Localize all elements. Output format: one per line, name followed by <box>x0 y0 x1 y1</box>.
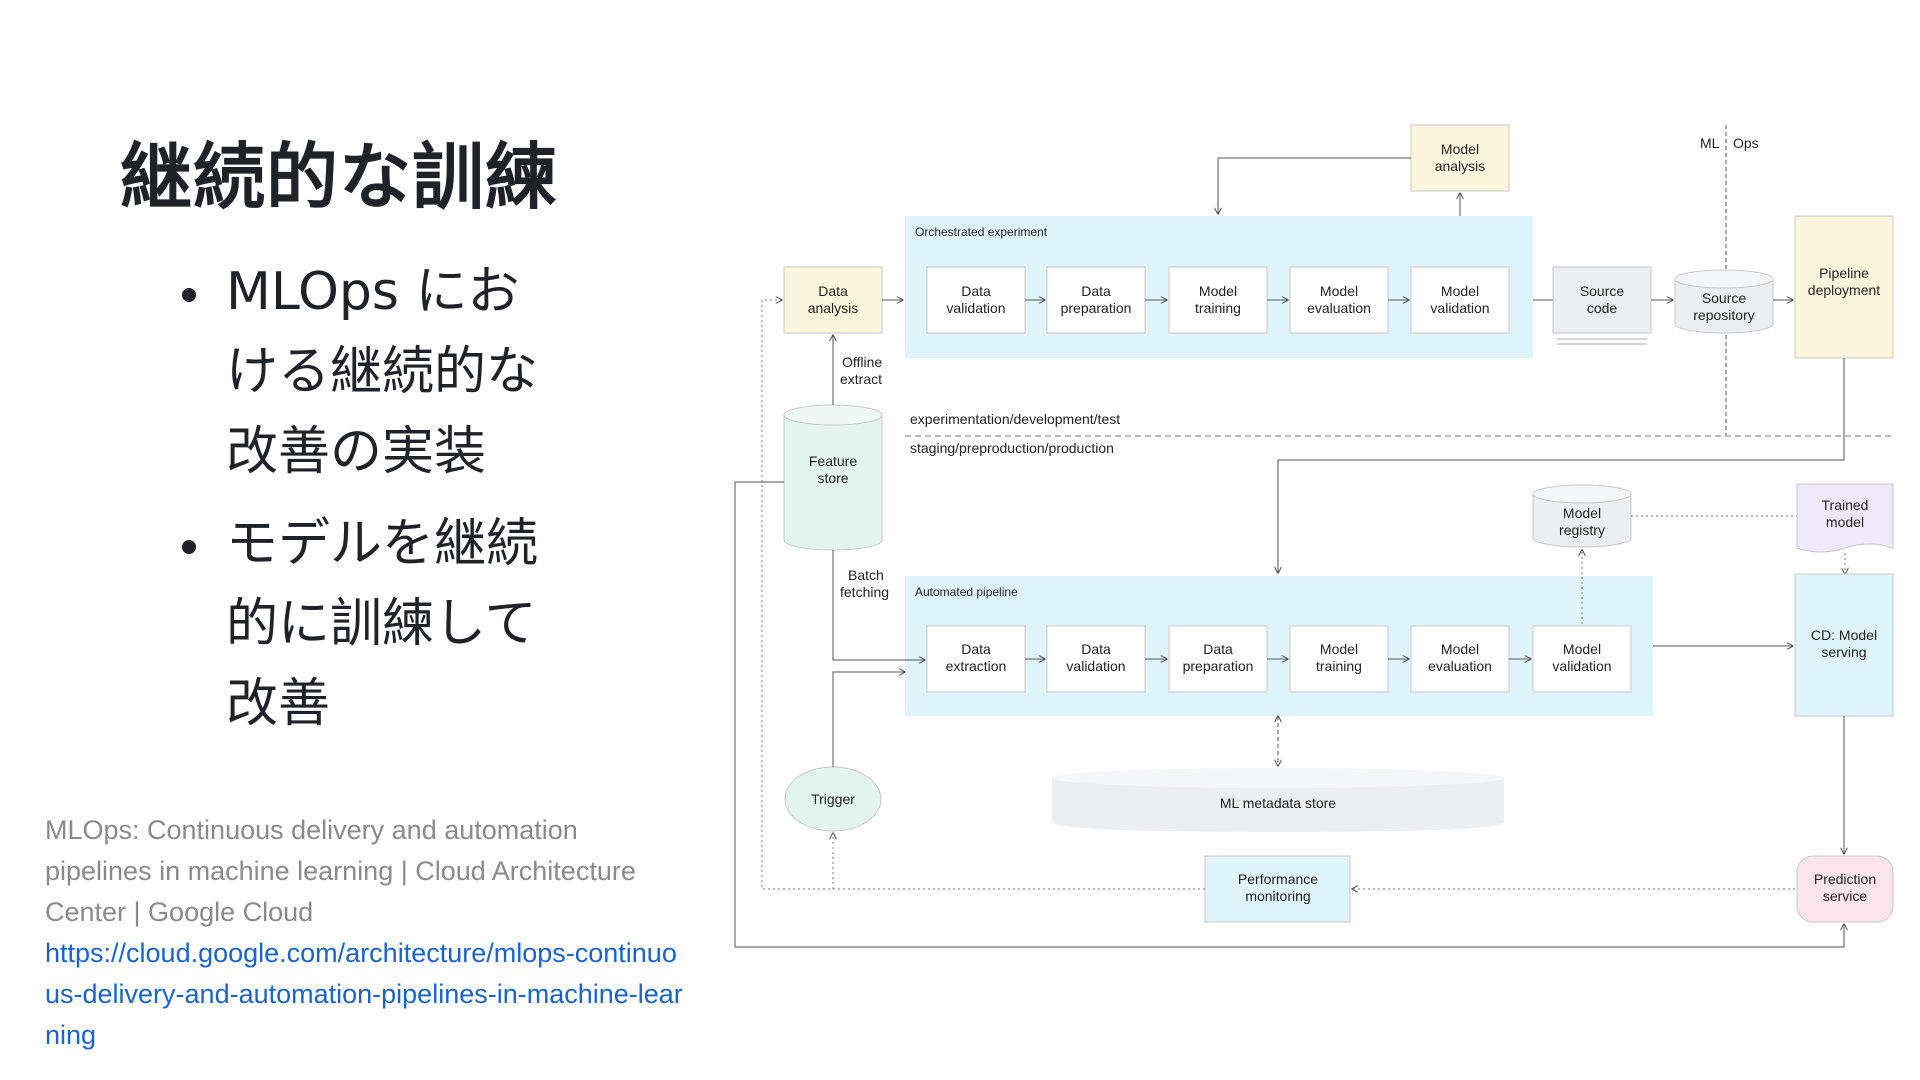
performance-monitoring-box <box>1204 855 1351 923</box>
data-analysis-label: Data <box>818 283 848 299</box>
svg-text:training: training <box>1195 300 1241 316</box>
reference: MLOps: Continuous delivery and automatio… <box>45 810 685 1056</box>
model-analysis-box <box>1410 124 1510 192</box>
ml-metadata-store: ML metadata store <box>1052 768 1504 832</box>
source-repository-cylinder: Source repository <box>1674 269 1774 334</box>
auto-step-model-validation: Model validation <box>1532 625 1632 693</box>
svg-text:Feature: Feature <box>809 453 857 469</box>
exp-step-data-preparation: Data preparation <box>1046 266 1146 334</box>
reference-text: MLOps: Continuous delivery and automatio… <box>45 815 636 927</box>
source-code-label: Source <box>1580 283 1625 299</box>
arrow <box>761 300 1205 890</box>
automated-pipeline-region <box>905 576 1653 716</box>
reference-link[interactable]: https://cloud.google.com/architecture/ml… <box>45 938 683 1050</box>
offline-extract-label: Offline <box>842 354 882 370</box>
svg-text:Model: Model <box>1441 283 1479 299</box>
svg-text:registry: registry <box>1559 522 1605 538</box>
svg-text:Source: Source <box>1702 290 1747 306</box>
svg-text:ML metadata store: ML metadata store <box>1220 795 1336 811</box>
ops-label: Ops <box>1733 135 1759 151</box>
bullet-item: モデルを継続的に訓練して改善 <box>170 504 550 744</box>
svg-text:training: training <box>1316 658 1362 674</box>
trigger-label: Trigger <box>811 791 855 807</box>
env-top-label: experimentation/development/test <box>910 411 1120 427</box>
auto-step-data-extraction: Data extraction <box>926 625 1026 693</box>
prediction-service-label: Prediction <box>1814 871 1876 887</box>
svg-text:Data: Data <box>1203 641 1233 657</box>
prediction-service-label: service <box>1823 888 1868 904</box>
exp-step-data-validation: Data validation <box>926 266 1026 334</box>
automated-label: Automated pipeline <box>915 585 1018 599</box>
model-analysis-label: Model <box>1441 141 1479 157</box>
svg-text:store: store <box>817 470 848 486</box>
svg-text:repository: repository <box>1693 307 1754 323</box>
svg-text:validation: validation <box>1552 658 1611 674</box>
pipeline-deployment-box <box>1794 215 1894 359</box>
svg-text:Model: Model <box>1563 505 1601 521</box>
offline-extract-label: extract <box>840 371 882 387</box>
cd-model-serving-label: CD: Model <box>1811 627 1877 643</box>
svg-text:Model: Model <box>1199 283 1237 299</box>
pipeline-deployment-label: Pipeline <box>1819 265 1869 281</box>
svg-text:preparation: preparation <box>1183 658 1254 674</box>
auto-step-data-validation: Data validation <box>1046 625 1146 693</box>
exp-step-model-validation: Model validation <box>1410 266 1510 334</box>
svg-text:model: model <box>1826 514 1864 530</box>
svg-text:Data: Data <box>961 641 991 657</box>
trained-model-doc: Trained model <box>1796 483 1894 553</box>
bullet-item: MLOps における継続的な改善の実装 <box>170 252 550 492</box>
batch-fetching-label: fetching <box>840 584 889 600</box>
svg-text:Model: Model <box>1320 641 1358 657</box>
performance-monitoring-label: monitoring <box>1245 888 1310 904</box>
auto-step-model-training: Model training <box>1289 625 1389 693</box>
slide-title: 継続的な訓練 <box>120 135 559 219</box>
performance-monitoring-label: Performance <box>1238 871 1318 887</box>
svg-text:evaluation: evaluation <box>1307 300 1371 316</box>
arrow <box>1278 358 1845 573</box>
feature-store-cylinder: Feature store <box>783 404 883 551</box>
svg-text:Data: Data <box>1081 641 1111 657</box>
svg-text:Trained: Trained <box>1822 497 1869 513</box>
prediction-service-box <box>1796 855 1894 923</box>
svg-text:Model: Model <box>1441 641 1479 657</box>
svg-text:Model: Model <box>1320 283 1358 299</box>
auto-step-data-preparation: Data preparation <box>1168 625 1268 693</box>
svg-text:evaluation: evaluation <box>1428 658 1492 674</box>
svg-text:Data: Data <box>1081 283 1111 299</box>
arrow <box>832 550 925 660</box>
model-registry-cylinder: Model registry <box>1532 484 1632 548</box>
svg-text:validation: validation <box>1430 300 1489 316</box>
svg-text:Model: Model <box>1563 641 1601 657</box>
arrow <box>734 481 1844 948</box>
pipeline-deployment-label: deployment <box>1808 282 1880 298</box>
exp-step-model-training: Model training <box>1168 266 1268 334</box>
data-analysis-box <box>783 266 883 334</box>
svg-text:extraction: extraction <box>946 658 1007 674</box>
bullet-list: MLOps における継続的な改善の実装 モデルを継続的に訓練して改善 <box>170 252 550 756</box>
source-code-box <box>1552 266 1652 334</box>
cd-model-serving-box <box>1794 573 1894 717</box>
cd-model-serving-label: serving <box>1821 644 1866 660</box>
arrow <box>1218 157 1411 214</box>
svg-text:Data: Data <box>961 283 991 299</box>
svg-text:preparation: preparation <box>1061 300 1132 316</box>
svg-text:validation: validation <box>946 300 1005 316</box>
env-bottom-label: staging/preproduction/production <box>910 440 1114 456</box>
model-analysis-label: analysis <box>1435 158 1486 174</box>
exp-step-model-evaluation: Model evaluation <box>1289 266 1389 334</box>
data-analysis-label: analysis <box>808 300 859 316</box>
source-code-label: code <box>1587 300 1618 316</box>
auto-step-model-evaluation: Model evaluation <box>1410 625 1510 693</box>
batch-fetching-label: Batch <box>848 567 884 583</box>
orchestrated-label: Orchestrated experiment <box>915 225 1048 239</box>
ml-label: ML <box>1700 135 1720 151</box>
arrow <box>832 672 905 767</box>
svg-text:validation: validation <box>1066 658 1125 674</box>
